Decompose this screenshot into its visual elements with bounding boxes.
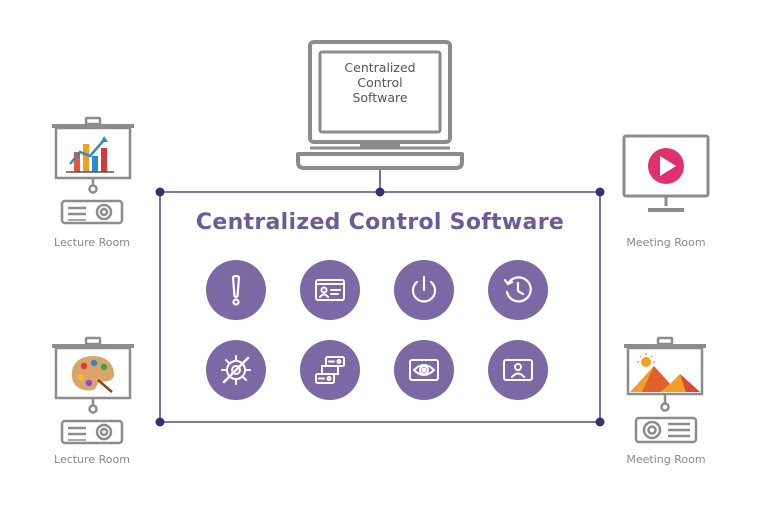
id-card-icon [300,260,360,320]
room-label-bottom-right: Meeting Room [626,453,706,466]
main-title: Centralized Control Software [195,210,565,235]
projection-screen-palette-icon [52,336,134,414]
user-screen-icon [488,340,548,400]
room-label-bottom-left: Lecture Room [54,453,130,466]
power-icon [394,260,454,320]
alert-icon [206,260,266,320]
projector-icon [60,199,124,225]
room-label-top-right: Meeting Room [626,236,706,249]
laptop-screen-text: Centralized Control Software [318,60,442,105]
network-devices-icon [300,340,360,400]
eye-icon [394,340,454,400]
projection-screen-landscape-icon [624,336,706,412]
room-label-top-left: Lecture Room [54,236,130,249]
history-clock-icon [488,260,548,320]
settings-tools-icon [206,340,266,400]
projector-icon [60,419,124,445]
projector-icon [634,416,698,444]
laptop-screen-line: Centralized [344,60,416,75]
laptop-screen-line: Software [352,90,408,105]
projection-screen-chart-icon [52,116,134,194]
laptop-screen-line: Control [357,75,403,90]
monitor-play-icon [622,134,710,212]
laptop-icon [296,40,464,170]
